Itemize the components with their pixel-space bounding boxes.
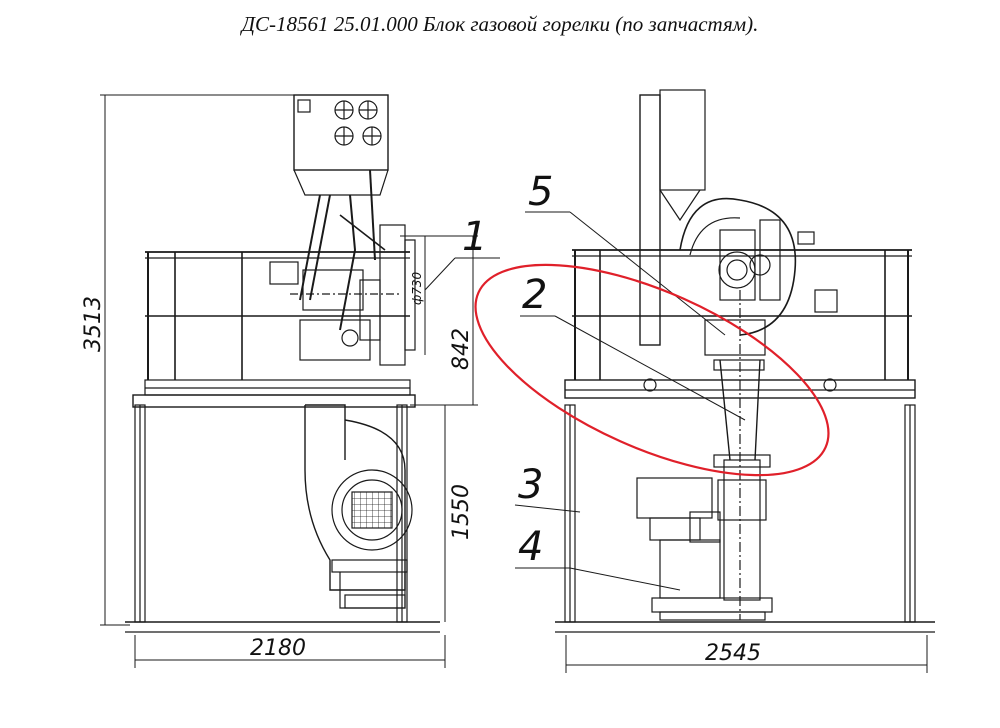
- dim-right-width: 2545: [705, 641, 761, 666]
- callout-2: 2: [522, 272, 547, 318]
- dimension-lines: [100, 94, 928, 673]
- drawing-title: ДС-18561 25.01.000 Блок газовой горелки …: [241, 12, 759, 36]
- highlight-ellipse: [474, 263, 830, 477]
- dim-burner-diameter: ф730: [410, 271, 424, 305]
- callout-4: 4: [518, 524, 543, 570]
- dim-lower-height: 1550: [449, 484, 474, 540]
- callout-5: 5: [528, 169, 553, 215]
- left-view: [125, 94, 440, 633]
- right-view: [555, 89, 935, 633]
- dim-total-height: 3513: [81, 296, 106, 352]
- callout-1: 1: [462, 214, 487, 260]
- callout-leaders: [424, 211, 746, 591]
- dim-upper-height: 842: [449, 328, 474, 370]
- dim-left-width: 2180: [250, 636, 306, 661]
- callout-3: 3: [518, 462, 543, 508]
